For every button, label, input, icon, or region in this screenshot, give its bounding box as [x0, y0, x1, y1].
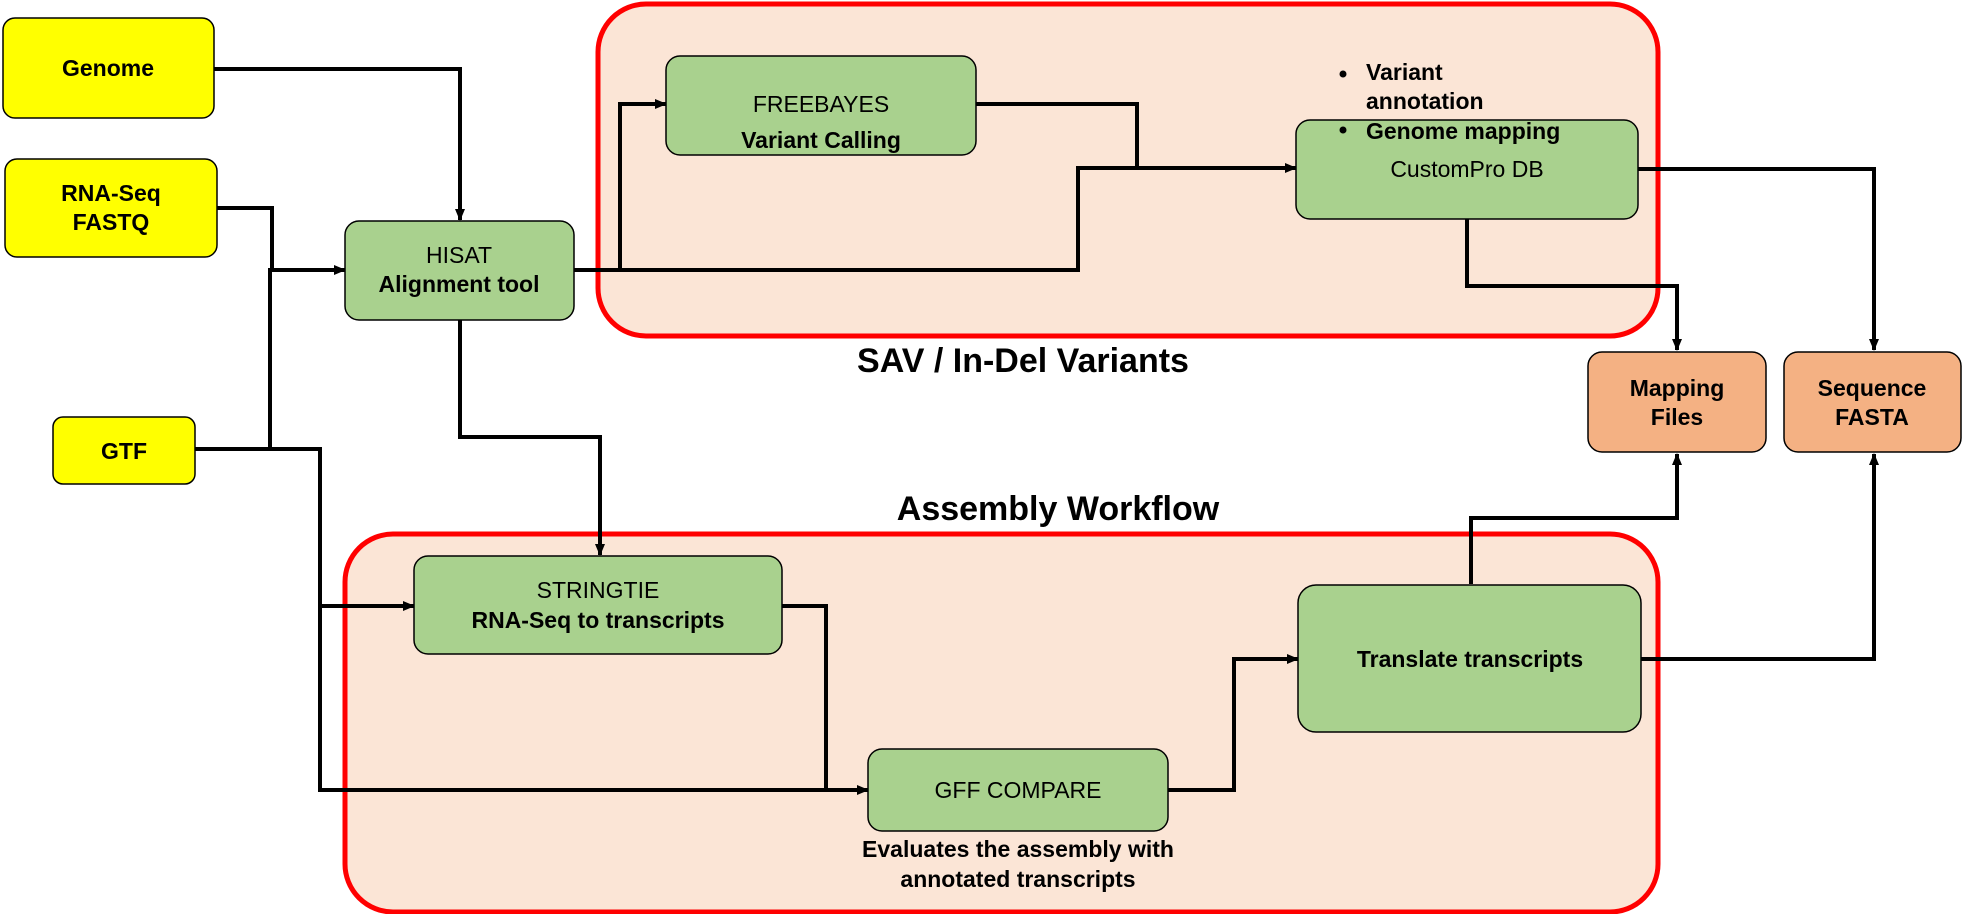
sequence-fasta-output-box: Sequence FASTA	[1783, 351, 1962, 453]
custompro-to-mapping-connector	[1465, 219, 1682, 351]
assembly-workflow-title: Assembly Workflow	[897, 490, 1220, 528]
freebayes-to-custompro-connector	[976, 102, 1139, 168]
bullet-dot	[1339, 126, 1347, 134]
custompro-bullet-list: Variant annotation Genome mapping	[1339, 59, 1560, 144]
files-label: Files	[1651, 404, 1703, 430]
rnaseq-label: RNA-Seq	[61, 180, 161, 206]
stringtie-to-gffcompare-connector	[782, 604, 828, 790]
rnaseq-to-hisat-connector	[217, 206, 274, 270]
custompro-db-label: CustomPro DB	[1390, 156, 1543, 182]
gtf-label: GTF	[101, 438, 147, 464]
mapping-label: Mapping	[1630, 375, 1725, 401]
sequence-label: Sequence	[1818, 375, 1927, 401]
freebayes-description: Variant Calling	[741, 127, 901, 153]
bullet-variant-annotation-line2: annotation	[1366, 88, 1484, 114]
stringtie-box: STRINGTIE RNA-Seq to transcripts	[413, 555, 783, 655]
gtf-to-stringtie-gffcompare-connector	[270, 447, 869, 795]
hisat-to-stringtie-connector	[458, 320, 605, 556]
genome-label: Genome	[62, 55, 154, 81]
connectors	[195, 67, 1879, 795]
custompro-db-box: CustomPro DB	[1295, 119, 1639, 220]
translate-to-mapping-connector	[1469, 453, 1682, 584]
hisat-box: HISAT Alignment tool	[344, 220, 575, 321]
translate-transcripts-box: Translate transcripts	[1297, 584, 1642, 733]
stringtie-name: STRINGTIE	[537, 577, 660, 603]
gff-compare-label: GFF COMPARE	[935, 777, 1102, 803]
bullet-dot	[1339, 70, 1347, 78]
gffcompare-to-translate-connector	[1168, 654, 1299, 792]
bullet-variant-annotation-line1: Variant	[1366, 59, 1443, 85]
hisat-to-custompro-connector	[620, 163, 1297, 272]
freebayes-name: FREEBAYES	[753, 91, 889, 117]
genome-to-hisat-connector	[214, 67, 465, 221]
genome-input-box: Genome	[2, 17, 215, 119]
freebayes-box: FREEBAYES Variant Calling	[665, 55, 977, 156]
hisat-to-freebayes-connector	[574, 99, 667, 272]
gtf-to-hisat-connector	[195, 265, 346, 451]
custompro-to-sequence-connector	[1638, 167, 1879, 351]
gff-compare-note-line1: Evaluates the assembly with	[862, 836, 1174, 862]
gff-compare-box: GFF COMPARE	[867, 748, 1169, 832]
bullet-genome-mapping: Genome mapping	[1366, 118, 1560, 144]
translate-to-sequence-connector	[1641, 453, 1879, 661]
mapping-files-output-box: Mapping Files	[1587, 351, 1767, 453]
rnaseq-fastq-input-box: RNA-Seq FASTQ	[4, 158, 218, 258]
stringtie-description: RNA-Seq to transcripts	[471, 607, 724, 633]
fastq-label: FASTQ	[73, 209, 150, 235]
translate-transcripts-label: Translate transcripts	[1357, 646, 1583, 672]
fasta-label: FASTA	[1835, 404, 1909, 430]
hisat-description: Alignment tool	[379, 271, 540, 297]
gtf-input-box: GTF	[52, 416, 196, 485]
sav-variants-title: SAV / In-Del Variants	[857, 342, 1189, 380]
gff-compare-note-line2: annotated transcripts	[900, 866, 1135, 892]
hisat-name: HISAT	[426, 242, 492, 268]
